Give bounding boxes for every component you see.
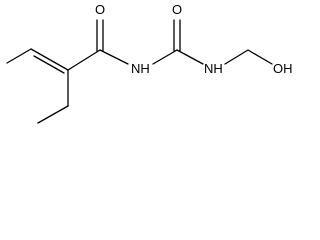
bond-ch2-to-oh — [247, 49, 273, 65]
atom-label-urea-oxygen: O — [172, 2, 182, 17]
bond-carbonyl-to-nh — [99, 49, 129, 65]
bond-alpha-to-carbonyl — [67, 49, 101, 71]
bond-nh-to-ch2 — [224, 49, 249, 65]
atom-label-hydroxyl: OH — [273, 61, 293, 76]
atom-label-amide-oxygen: O — [95, 2, 105, 17]
molecule-drawing: O O NH NH OH — [6, 2, 293, 124]
bond-methyl-to-vinyl — [6, 48, 32, 64]
bond-ethyl-ch2-to-ch3 — [37, 105, 69, 124]
bond-vinyl-double-outer — [30, 48, 69, 71]
bond-vinyl-double-inner — [33, 55, 65, 74]
bond-urea-carbon-to-nh — [176, 49, 204, 65]
bond-nh-to-urea-carbon — [152, 49, 178, 65]
atom-label-amine-nh: NH — [204, 61, 223, 76]
atom-label-imide-nh: NH — [131, 61, 150, 76]
structure-diagram: O O NH NH OH — [6, 2, 293, 124]
